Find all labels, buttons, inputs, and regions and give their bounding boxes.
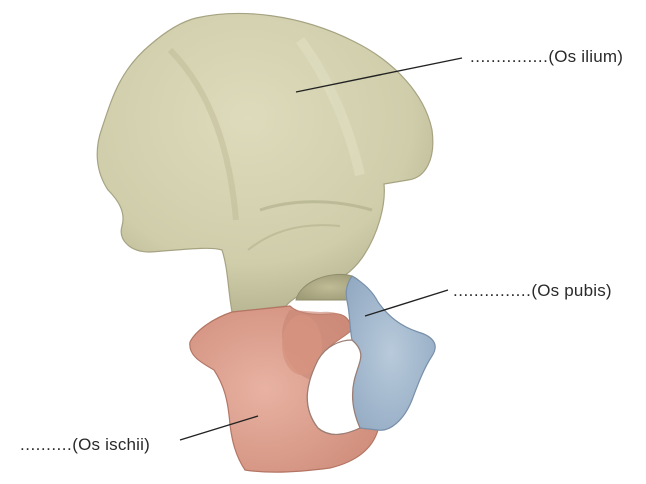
label-os-ilium: ...............(Os ilium) [470,47,623,67]
label-text-ischii: (Os ischii) [72,435,150,454]
answer-blank-ischii: .......... [20,435,72,454]
answer-blank-ilium: ............... [470,47,548,66]
label-text-pubis: (Os pubis) [531,281,611,300]
ilium-bone [97,13,433,312]
answer-blank-pubis: ............... [453,281,531,300]
label-os-ischii: ..........(Os ischii) [20,435,150,455]
label-text-ilium: (Os ilium) [548,47,623,66]
label-os-pubis: ...............(Os pubis) [453,281,612,301]
